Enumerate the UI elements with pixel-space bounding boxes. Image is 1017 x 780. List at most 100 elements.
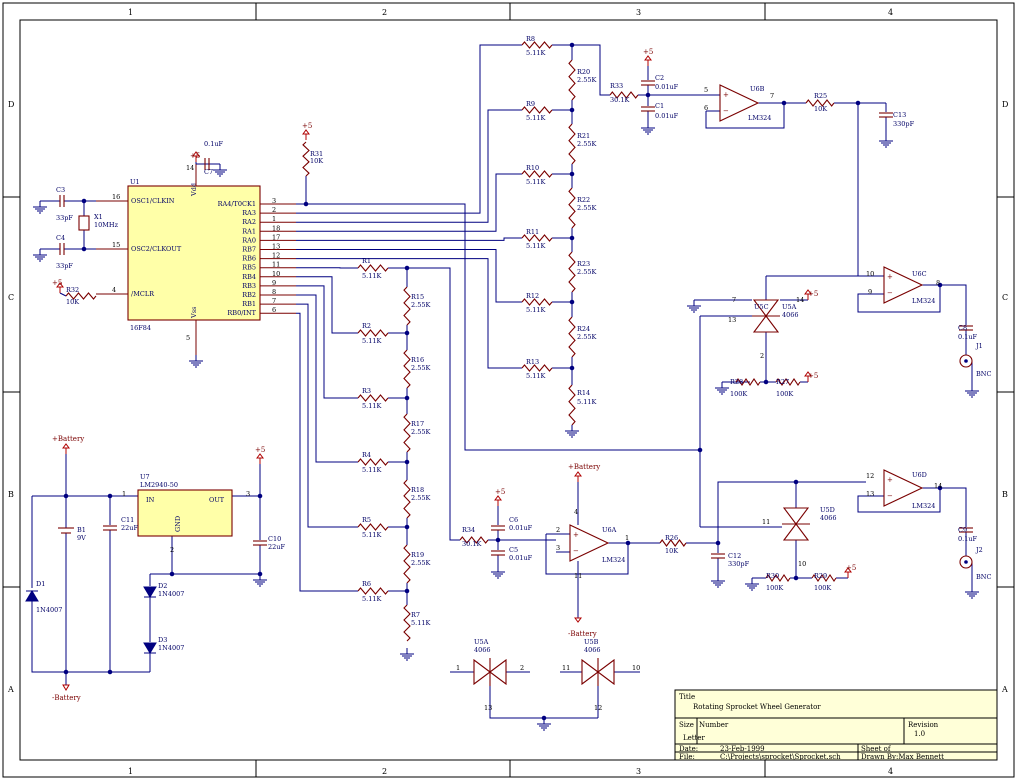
u5c-part: 4066 bbox=[782, 311, 799, 319]
u6b-ref: U6B bbox=[750, 85, 765, 93]
j2-ref: J2 bbox=[975, 546, 983, 554]
mcu-pin-name-right: RB2 bbox=[242, 291, 256, 299]
mcu-pin-name-left: /MCLR bbox=[131, 290, 155, 298]
plus5-label-r32: +5 bbox=[52, 279, 62, 287]
j2-value: BNC bbox=[976, 573, 991, 581]
wire bbox=[857, 285, 941, 313]
resistor-r18 bbox=[403, 479, 411, 519]
u5b-part: 4066 bbox=[584, 646, 601, 654]
resistor-r17 bbox=[403, 413, 411, 453]
u5a-part: 4066 bbox=[474, 646, 491, 654]
r30-value: 100K bbox=[766, 584, 783, 592]
u6a-pin11: 11 bbox=[574, 572, 582, 580]
u5c-pin13: 13 bbox=[728, 316, 736, 324]
r19-value: 2.55K bbox=[411, 559, 430, 567]
mcu-pin-name-right: RA0 bbox=[242, 236, 256, 244]
resistor-r26 bbox=[659, 539, 687, 547]
col-label-4-bottom: 4 bbox=[888, 767, 893, 776]
col-label-1-bottom: 1 bbox=[128, 767, 133, 776]
plus5-label-r27: +5 bbox=[808, 372, 818, 380]
junction-dot bbox=[793, 479, 799, 485]
mcu-pin-name-right: RA3 bbox=[242, 209, 256, 217]
mcu-pin-name-right: RA1 bbox=[242, 227, 256, 235]
plus5-label-c6: +5 bbox=[495, 488, 505, 496]
r15-value: 2.55K bbox=[411, 301, 430, 309]
col-label-3-top: 3 bbox=[636, 8, 641, 17]
mcu-pin-num-right: 2 bbox=[272, 206, 276, 214]
mcu-pin-name-right: RB4 bbox=[242, 273, 256, 281]
u5b-ref: U5B bbox=[584, 638, 599, 646]
opamp-u6c bbox=[883, 266, 924, 304]
u5c-pin7: 7 bbox=[732, 296, 736, 304]
r27-ref: R27 bbox=[776, 378, 789, 386]
wire bbox=[407, 267, 460, 541]
resistor-r15 bbox=[403, 286, 411, 326]
b1-ref: B1 bbox=[77, 526, 86, 534]
u6c-pin8: 8 bbox=[936, 279, 940, 287]
r8-value: 5.11K bbox=[526, 49, 545, 57]
wire bbox=[296, 173, 522, 232]
r20-value: 2.55K bbox=[577, 76, 596, 84]
u6b-pin7: 7 bbox=[770, 92, 774, 100]
file-value: C:\Projects\sprocket\Sprocket.sch bbox=[720, 753, 841, 761]
resistor-r33 bbox=[609, 91, 639, 99]
r30-ref: R30 bbox=[766, 572, 779, 580]
mcu-pin-num-right: 7 bbox=[272, 297, 276, 305]
col-label-1-top: 1 bbox=[128, 8, 133, 17]
c9-value: 0.1uF bbox=[958, 535, 978, 543]
c3-ref: C3 bbox=[56, 186, 65, 194]
wire bbox=[296, 294, 358, 463]
r1-ref: R1 bbox=[362, 257, 371, 265]
resistor-r12 bbox=[521, 298, 553, 306]
r17-ref: R17 bbox=[411, 420, 424, 428]
u5a-ref: U5A bbox=[474, 638, 489, 646]
r13-ref: R13 bbox=[526, 358, 539, 366]
mcu-pin-num-right: 11 bbox=[272, 261, 280, 269]
minus-battery-bottom: -Battery bbox=[52, 694, 81, 702]
regulator-u7 bbox=[137, 489, 233, 537]
junction-dot bbox=[937, 282, 943, 288]
r6-ref: R6 bbox=[362, 580, 371, 588]
r20-ref: R20 bbox=[577, 68, 590, 76]
resistor-r34 bbox=[459, 536, 489, 544]
wire bbox=[922, 487, 967, 527]
u6b-pin5: 5 bbox=[704, 86, 708, 94]
resistor-r23 bbox=[568, 251, 576, 293]
r2-value: 5.11K bbox=[362, 337, 381, 345]
resistor-r25 bbox=[805, 99, 835, 107]
mcu-pin-name-left: OSC2/CLKOUT bbox=[131, 245, 182, 253]
mcu-pin-num-right: 13 bbox=[272, 243, 280, 251]
x1-ref: X1 bbox=[94, 213, 103, 221]
mcu-pin-name-right: RB0/INT bbox=[227, 309, 256, 317]
file-label: File: bbox=[679, 753, 695, 761]
svg-text:−: − bbox=[723, 107, 729, 115]
c9-ref: C9 bbox=[958, 526, 967, 534]
u6b-part: LM324 bbox=[748, 114, 771, 122]
resistor-r30 bbox=[765, 574, 791, 582]
r21-value: 2.55K bbox=[577, 140, 596, 148]
mcu-pin-num-right: 18 bbox=[272, 224, 280, 232]
u5a-pin2: 2 bbox=[520, 664, 524, 672]
u6c-pin9: 9 bbox=[868, 288, 872, 296]
r23-ref: R23 bbox=[577, 260, 590, 268]
col-label-2-top: 2 bbox=[382, 8, 387, 17]
r7-ref: R7 bbox=[411, 611, 420, 619]
d3-ref: D3 bbox=[158, 636, 167, 644]
resistor-r29 bbox=[811, 574, 837, 582]
r6-value: 5.11K bbox=[362, 595, 381, 603]
bnc-j2 bbox=[959, 555, 973, 569]
row-label-d-right: D bbox=[1002, 100, 1008, 109]
d1-ref: D1 bbox=[36, 580, 45, 588]
u5d-part: 4066 bbox=[820, 514, 837, 522]
resistor-r27 bbox=[775, 378, 801, 386]
svg-text:−: − bbox=[887, 289, 893, 297]
switch-u5c bbox=[752, 299, 780, 333]
mcu-pin-num-right: 1 bbox=[272, 215, 276, 223]
plus5-label-mcu: +5 bbox=[190, 152, 200, 160]
c10-value: 22uF bbox=[268, 543, 285, 551]
u6c-part: LM324 bbox=[912, 297, 935, 305]
u6a-pin1: 1 bbox=[625, 534, 629, 542]
junction-dot bbox=[937, 485, 943, 491]
mcu-pin-num-left: 4 bbox=[112, 286, 116, 294]
plus5-label-c2: +5 bbox=[643, 48, 653, 56]
